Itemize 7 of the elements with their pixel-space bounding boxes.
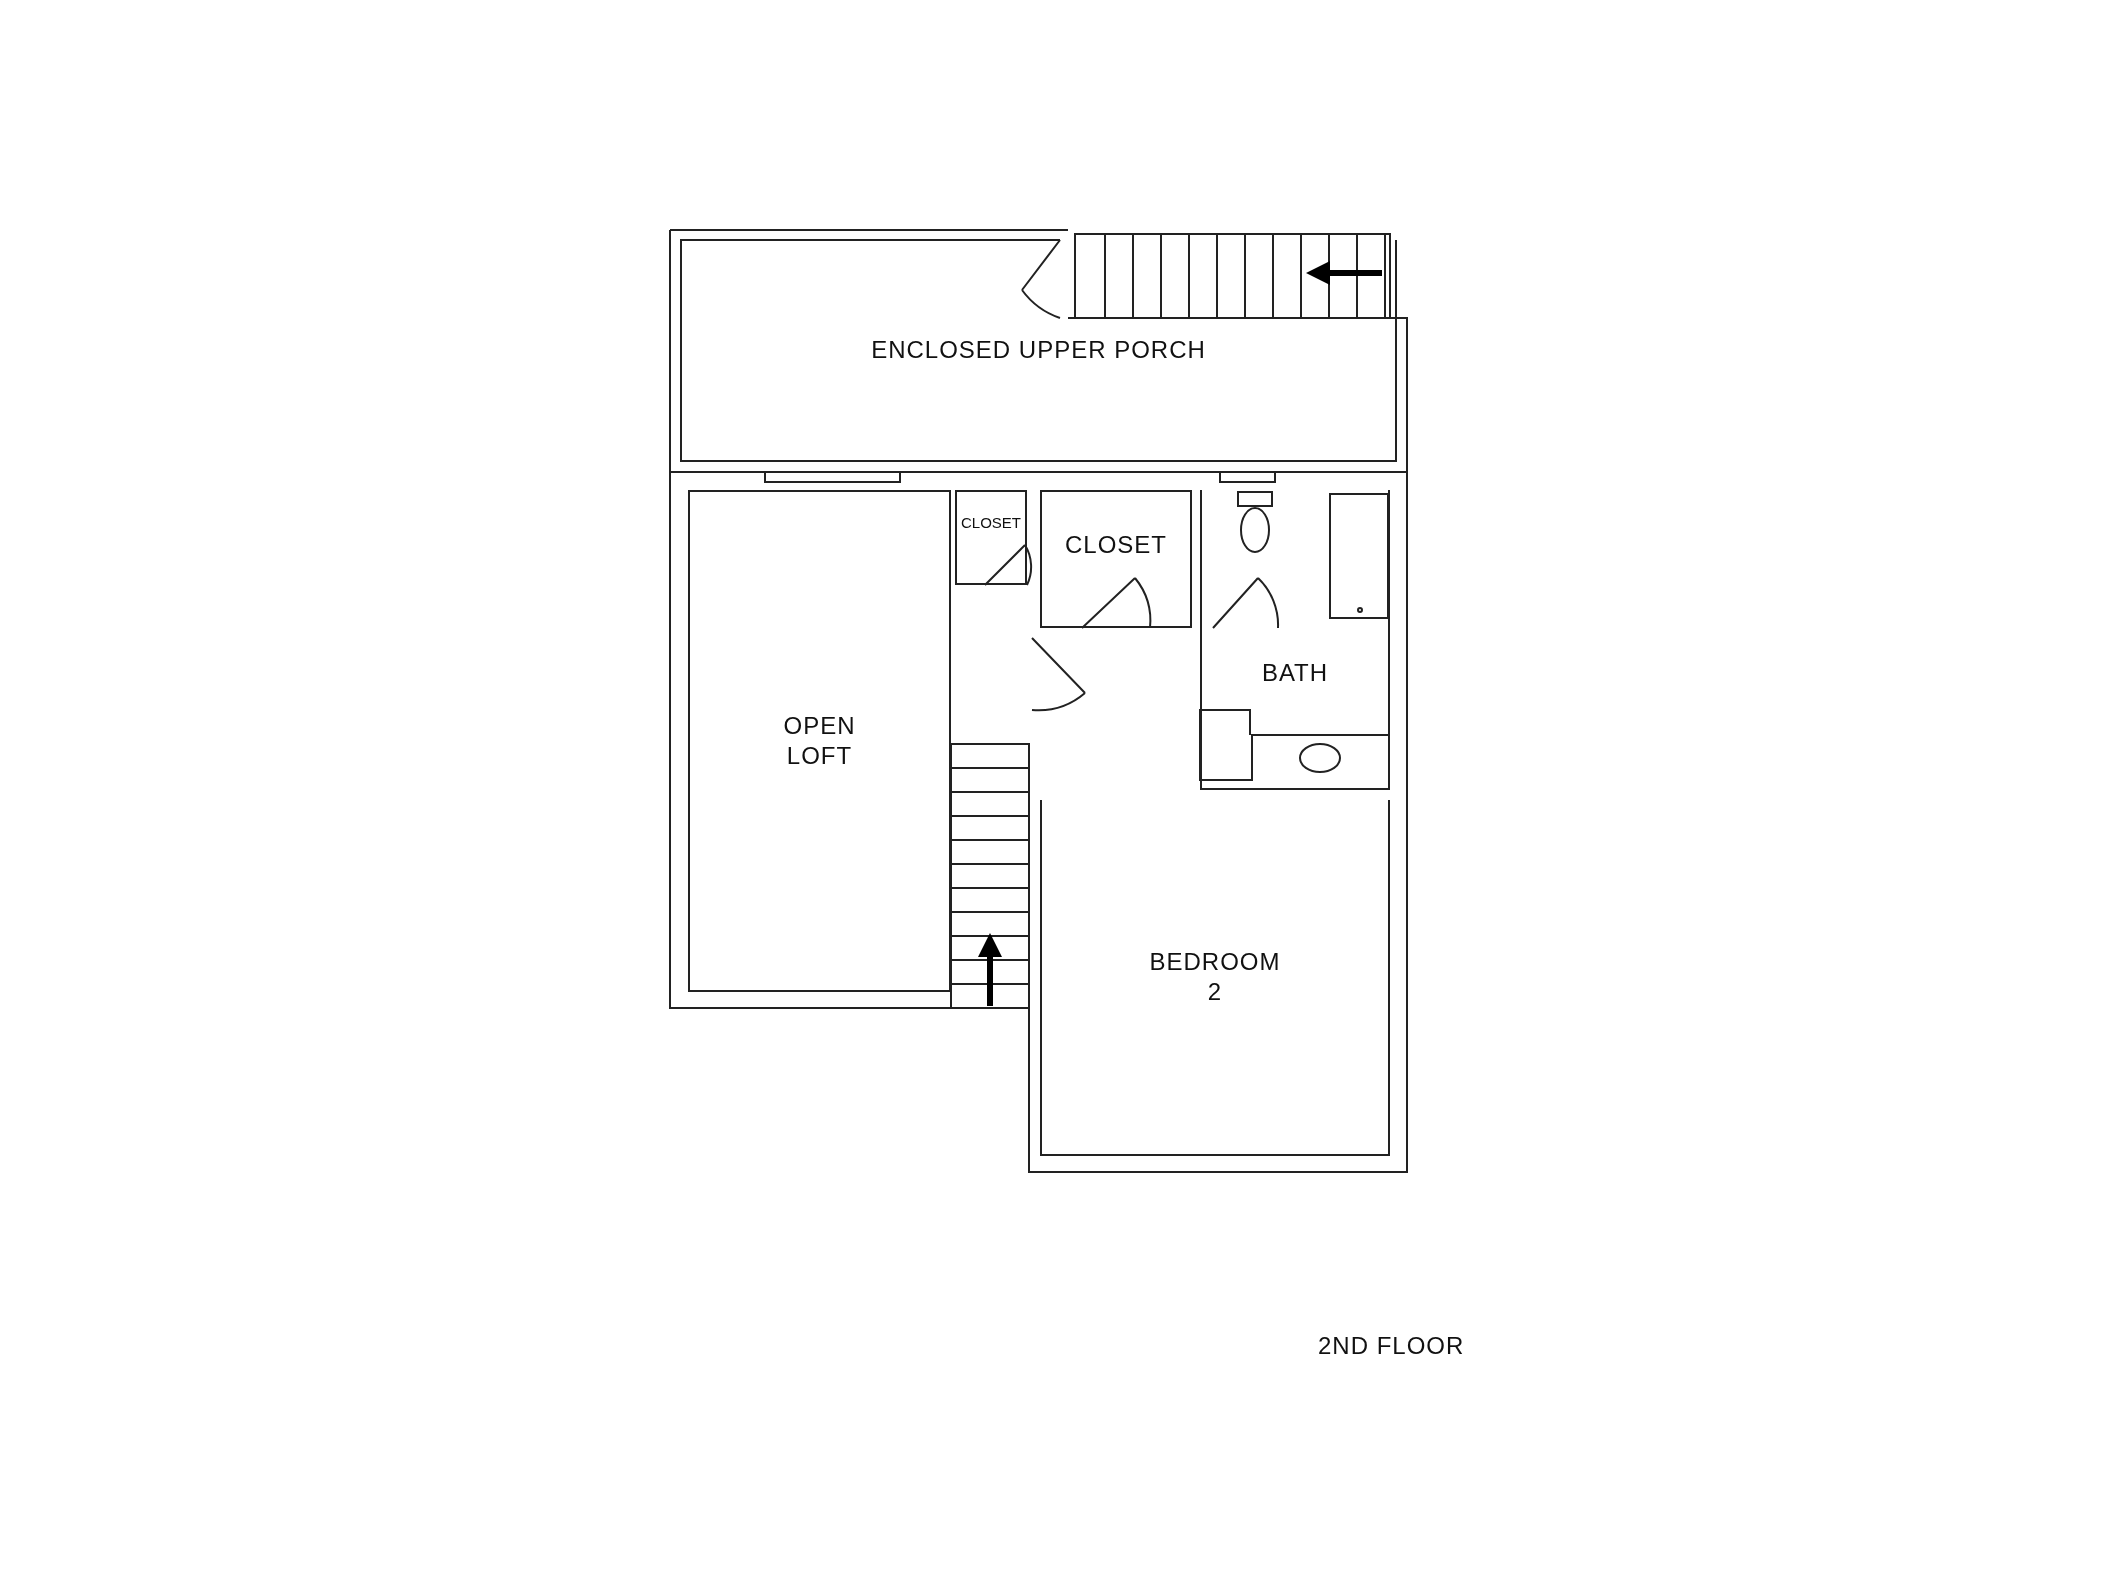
room: BEDROOM 2 (1040, 800, 1390, 1156)
room: ENCLOSED UPPER PORCH (680, 240, 1397, 462)
room: OPEN LOFT (688, 490, 951, 992)
room: BATH (1200, 490, 1390, 790)
floor-label: 2ND FLOOR (1318, 1332, 1465, 1360)
room: CLOSET (1040, 490, 1192, 628)
room: CLOSET (955, 490, 1027, 585)
